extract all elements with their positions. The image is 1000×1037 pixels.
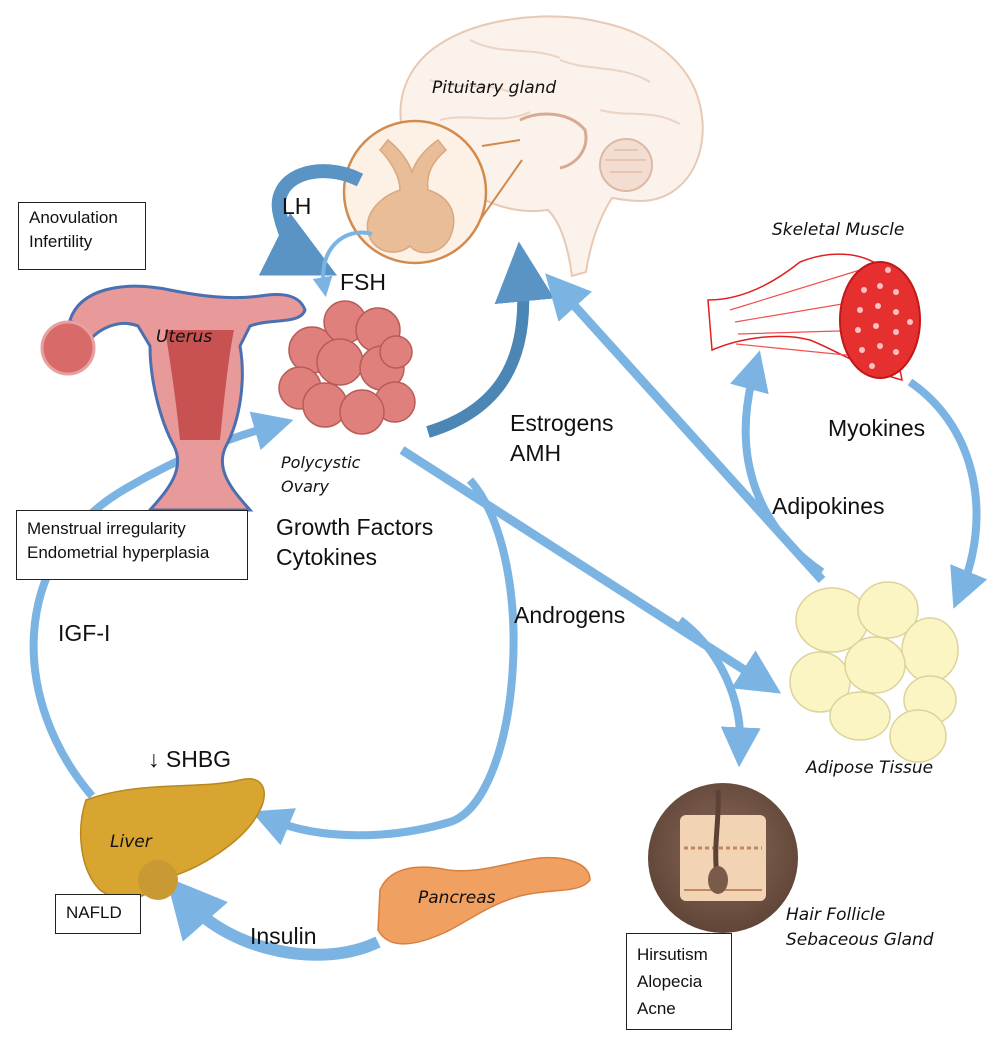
pancreas-illustration: [377, 856, 591, 945]
outcome-item: Acne: [637, 999, 676, 1018]
ovulation-outcome-box: Anovulation Infertility: [18, 202, 146, 270]
amh-label: AMH: [510, 440, 562, 466]
adipose-label: Adipose Tissue: [806, 758, 934, 778]
adipokines-label: Adipokines: [772, 493, 885, 519]
pituitary-label: Pituitary gland: [432, 78, 557, 98]
outcome-item: Hirsutism: [637, 945, 708, 964]
outcome-item: Menstrual irregularity: [27, 519, 186, 538]
liver-label: Liver: [110, 832, 152, 852]
pancreas-label: Pancreas: [418, 888, 496, 908]
estrogens-label: Estrogens: [510, 410, 614, 436]
endometrium-outcome-box: Menstrual irregularity Endometrial hyper…: [16, 510, 248, 580]
muscle-illustration: [707, 253, 921, 382]
igf-label: IGF-I: [58, 620, 111, 646]
outcome-item: NAFLD: [66, 903, 122, 922]
growth-factors-label: Growth Factors: [276, 514, 434, 540]
pituitary-zoom: [342, 119, 523, 265]
outcome-item: Infertility: [29, 232, 93, 251]
ovary-label: Polycystic Ovary: [281, 453, 361, 496]
skin-outcome-box: Hirsutism Alopecia Acne: [626, 933, 732, 1030]
outcome-item: Anovulation: [29, 208, 118, 227]
signal-arrows: [29, 164, 988, 961]
lh-label: LH: [282, 193, 312, 219]
hair-follicle-illustration: [648, 783, 798, 933]
outcome-item: Endometrial hyperplasia: [27, 543, 210, 562]
insulin-label: Insulin: [250, 923, 317, 949]
shbg-label: ↓ SHBG: [148, 746, 232, 772]
uterus-illustration: [40, 284, 307, 512]
outcome-item: Alopecia: [637, 972, 703, 991]
androgens-label: Androgens: [514, 602, 626, 628]
cytokines-label: Cytokines: [276, 544, 377, 570]
hair-follicle-label: Hair Follicle: [786, 905, 886, 925]
sebaceous-gland-label: Sebaceous Gland: [786, 930, 934, 950]
adipose-illustration: [789, 581, 959, 763]
skeletal-muscle-label: Skeletal Muscle: [772, 220, 905, 240]
brain-illustration: [399, 15, 704, 278]
fsh-label: FSH: [340, 269, 386, 295]
ovary-illustration: [278, 300, 416, 435]
uterus-label: Uterus: [156, 327, 213, 347]
myokines-label: Myokines: [828, 415, 926, 441]
liver-outcome-box: NAFLD: [55, 894, 141, 934]
liver-illustration: [79, 777, 265, 900]
